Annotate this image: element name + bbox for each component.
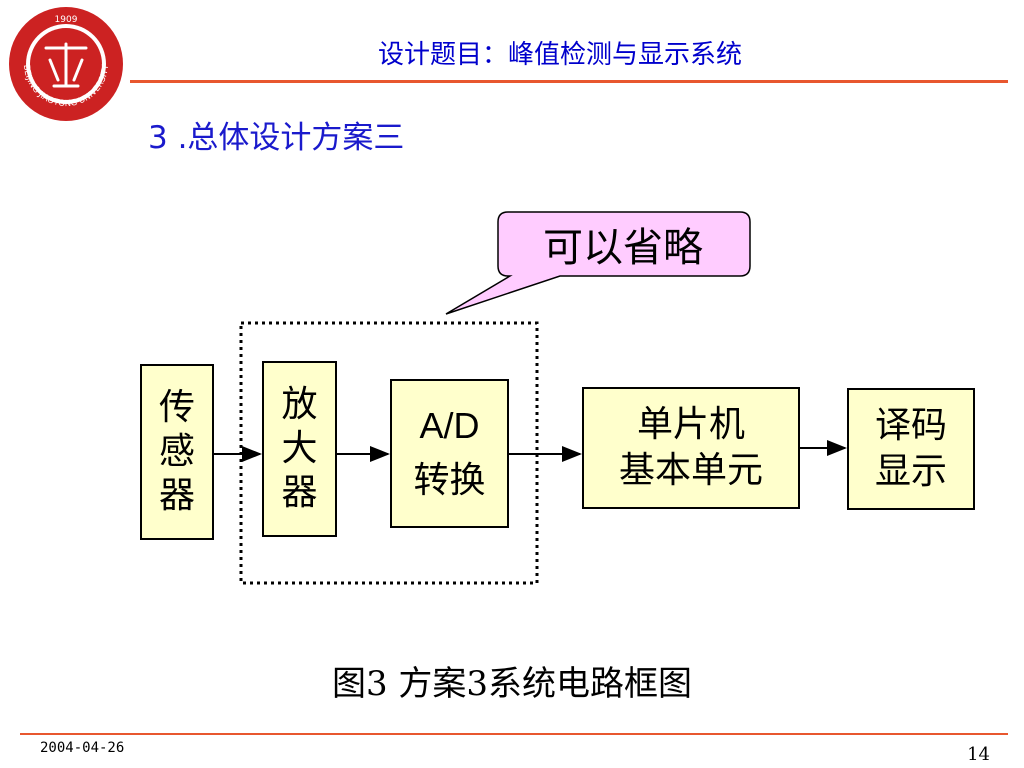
header-divider [130,80,1008,83]
amplifier-char: 放 [281,384,318,425]
page-number: 14 [967,744,990,765]
footer-divider [20,733,1008,735]
decode-display-block: 译码 显示 [847,388,975,510]
adc-label: A/D [419,404,480,446]
adc-block: A/D 转换 [390,379,509,528]
mcu-label-line1: 单片机 [636,404,745,445]
section-title: 3 .总体设计方案三 [148,120,405,156]
mcu-block: 单片机 基本单元 [582,387,800,509]
amplifier-char: 器 [281,472,318,513]
figure-caption: 图3 方案3系统电路框图 [331,664,693,704]
adc-label-cn: 转换 [413,459,486,501]
amplifier-block: 放 大 器 [262,361,337,537]
university-logo: 1909 BEIJING JIAOTONG UNIVERSITY [9,7,123,121]
decode-label-line2: 显示 [874,451,947,492]
footer-date: 2004-04-26 [40,740,125,756]
mcu-label-line2: 基本单元 [618,450,763,491]
callout-bubble [445,211,751,315]
amplifier-char: 大 [281,428,318,469]
sensor-char: 感 [158,431,195,472]
sensor-char: 器 [158,475,195,516]
sensor-char: 传 [158,387,195,428]
page-title: 设计题目：峰值检测与显示系统 [377,40,742,70]
callout-text: 可以省略 [543,225,703,271]
decode-label-line1: 译码 [874,405,947,446]
logo-year: 1909 [55,15,78,25]
sensor-block: 传 感 器 [140,364,214,540]
